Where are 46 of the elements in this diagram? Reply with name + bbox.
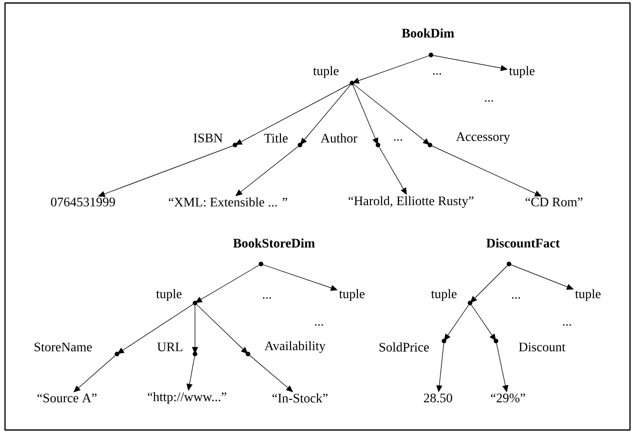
- tree-label: StoreName: [34, 342, 92, 352]
- tree-label: “29%”: [490, 394, 526, 402]
- tree-label: Availability: [264, 341, 326, 353]
- tree-label: “CD Rom”: [526, 198, 582, 206]
- ellipsis: ...: [394, 139, 402, 141]
- tree-label: Discount: [518, 342, 566, 352]
- tree-label: “Harold, Elliotte Rusty”: [348, 196, 474, 208]
- arrow: [352, 55, 430, 84]
- tree-label: tuple: [156, 289, 182, 301]
- tree-label: tuple: [575, 289, 601, 301]
- arrow: [378, 146, 407, 195]
- arrow: [354, 84, 430, 145]
- tree-label: Title: [264, 133, 288, 143]
- tree-label: tuple: [313, 66, 339, 78]
- tree-label: “http://www...”: [148, 392, 226, 404]
- tree-label: DiscountFact: [486, 238, 560, 248]
- arrow: [196, 304, 248, 354]
- arrow: [235, 84, 350, 145]
- tree-label: SoldPrice: [380, 342, 429, 352]
- arrow: [352, 84, 378, 145]
- arrow: [470, 265, 508, 303]
- arrow: [471, 304, 496, 341]
- ellipsis: ...: [512, 297, 520, 299]
- tree-label: “Source A”: [38, 394, 97, 402]
- tree-label: 0764531999: [51, 198, 115, 206]
- ellipsis: ...: [432, 73, 442, 75]
- ellipsis: ...: [263, 297, 272, 299]
- arrow: [300, 84, 351, 145]
- tree-label: 28.50: [424, 394, 452, 402]
- tree-label: BookStoreDim: [233, 238, 315, 248]
- ellipsis: ...: [562, 324, 572, 326]
- tree-label: Accessory: [456, 132, 510, 144]
- tree-label: tuple: [431, 289, 457, 301]
- arrow: [444, 304, 469, 341]
- tree-label: tuple: [339, 289, 365, 301]
- arrow: [195, 264, 260, 303]
- tree-label: Author: [320, 133, 358, 143]
- ellipsis: ...: [484, 100, 494, 102]
- tree-label: ISBN: [194, 134, 223, 142]
- tree-label: “In-Stock”: [272, 393, 328, 403]
- tree-label: tuple: [509, 66, 535, 78]
- tree-label: BookDim: [402, 28, 454, 38]
- arrow: [117, 304, 194, 354]
- tree-label: URL: [157, 342, 182, 352]
- ellipsis: ...: [315, 324, 324, 326]
- tree-label: “XML: Extensible ... ”: [168, 197, 288, 207]
